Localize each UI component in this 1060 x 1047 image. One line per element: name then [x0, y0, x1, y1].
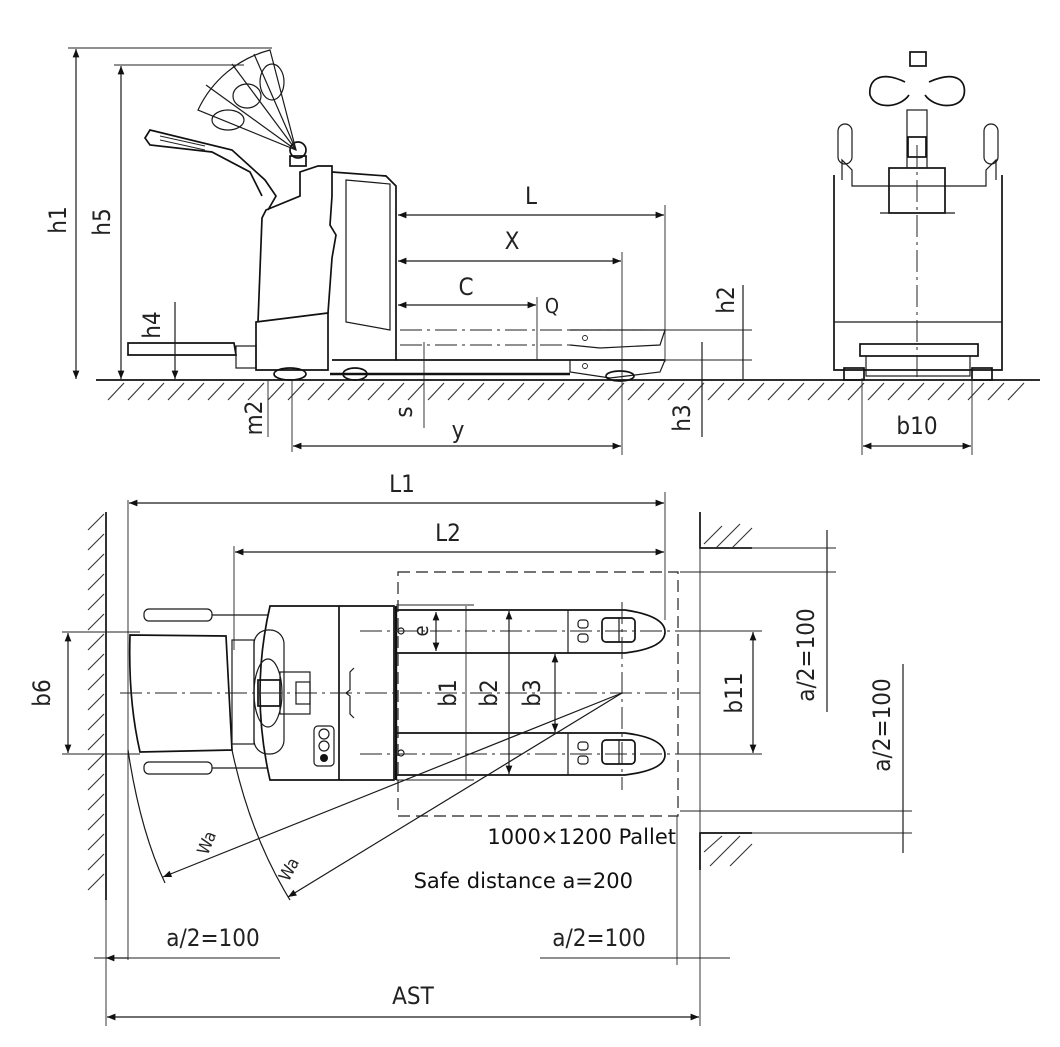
label-h5: h5 [88, 208, 116, 235]
top-view: L1 L2 b6 e b1 b2 b3 b11 a/2=100 a/2=100 [28, 470, 912, 1026]
label-b3: b3 [518, 679, 546, 706]
ground-hatching [107, 382, 1025, 401]
label-h1: h1 [44, 206, 72, 233]
label-L: L [525, 182, 537, 210]
label-h2: h2 [712, 286, 740, 313]
label-h4: h4 [138, 311, 166, 338]
label-L2: L2 [435, 519, 461, 547]
truck-side-body [127, 49, 670, 382]
turning-arc-outer [127, 749, 166, 884]
side-view: h1 h5 h4 m2 s y L X C Q h2 [44, 47, 1040, 455]
left-wall-hatching [87, 513, 105, 891]
turning-arc-inner [231, 749, 291, 901]
label-b11: b11 [720, 672, 748, 713]
label-b6: b6 [28, 679, 56, 706]
label-wa-outer: Wa [194, 829, 221, 858]
label-b10: b10 [896, 412, 937, 440]
label-a-half-bottom-right: a/2=100 [552, 924, 646, 952]
truck-front-body [833, 51, 1003, 381]
label-b1: b1 [434, 679, 462, 706]
pallet-outline [397, 571, 679, 817]
label-m2: m2 [240, 401, 268, 436]
label-C: C [458, 273, 473, 301]
label-a-half-right-upper: a/2=100 [792, 608, 820, 702]
label-b2: b2 [475, 679, 503, 706]
label-h3: h3 [668, 404, 696, 431]
dim-wa-inner [287, 692, 623, 898]
label-AST: AST [392, 982, 434, 1010]
label-a-half-bottom-left: a/2=100 [166, 924, 260, 952]
dim-wa-outer [162, 692, 623, 878]
label-wa-inner: Wa [275, 855, 304, 885]
label-Q: Q [545, 294, 559, 318]
label-e: e [409, 625, 433, 636]
safe-distance-note: Safe distance a=200 [414, 869, 633, 893]
pallet-note: 1000×1200 Pallet [487, 825, 676, 849]
label-a-half-right-lower: a/2=100 [868, 678, 896, 772]
label-X: X [505, 227, 520, 255]
label-s: s [390, 406, 418, 417]
label-L1: L1 [389, 470, 415, 498]
front-view: b10 [833, 51, 1003, 455]
label-y: y [452, 416, 465, 444]
